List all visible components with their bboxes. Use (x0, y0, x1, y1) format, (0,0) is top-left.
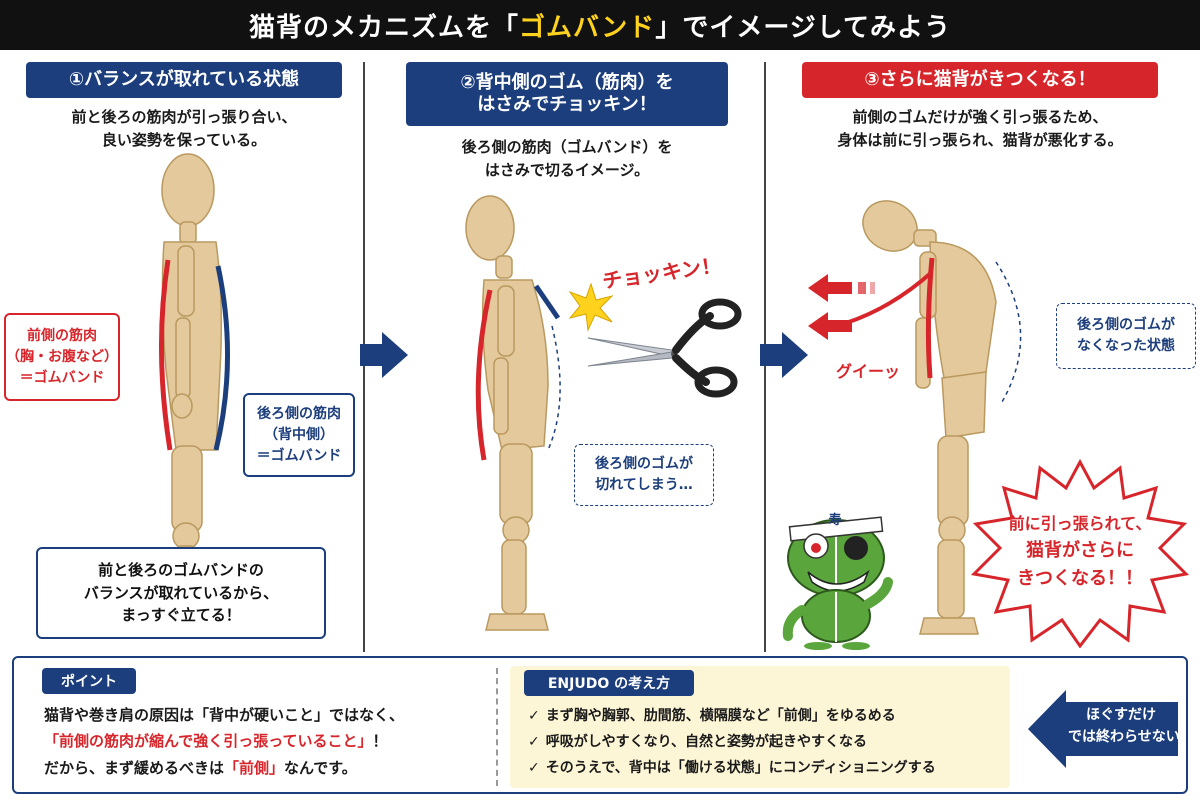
panel1-heading: ①バランスが取れている状態 (26, 62, 342, 98)
burst-text: 前に引っ張られて、 猫背がさらに きつくなる！！ (990, 512, 1170, 593)
title-post: 」でイメージしてみよう (655, 12, 952, 43)
warning-burst-shape (970, 458, 1190, 648)
point-line-text: 猫背や巻き肩の原因は「背中が硬いこと」ではなく、 (44, 706, 405, 724)
heading-line: はさみでチョッキン！ (477, 94, 657, 115)
back-muscle-callout: 後ろ側の筋肉 （背中側） ＝ゴムバンド (243, 393, 355, 477)
hogu-line: では終わらせない！ (1068, 729, 1194, 746)
check-icon: ✓ (528, 733, 540, 750)
point-label: ポイント (42, 668, 136, 694)
page-title: 猫背のメカニズムを「ゴムバンド」でイメージしてみよう (249, 7, 951, 44)
enjudo-list: ✓ まず胸や胸郭、肋間筋、横隔膜など「前側」をゆるめる ✓ 呼吸がしやすくなり、自然… (528, 704, 936, 782)
snip-sound-text: チョッキン！ (600, 252, 723, 294)
balance-callout: 前と後ろのゴムバンドの バランスが取れているから、 まっすぐ立てる！ (36, 547, 326, 639)
list-item-text: そのうえで、背中は「働ける状態」にコンディショニングする (545, 759, 936, 776)
front-muscle-callout: 前側の筋肉 （胸・お腹など） ＝ゴムバンド (4, 313, 120, 401)
callout-line: 後ろ側のゴムが (1077, 317, 1175, 333)
pull-arrows-icon (808, 274, 875, 340)
callout-line: なくなった状態 (1077, 338, 1175, 354)
caption-line: 身体は前に引っ張られ、猫背が悪化する。 (837, 130, 1123, 149)
callout-line: 前と後ろのゴムバンドの (98, 561, 264, 580)
hogu-arrow: ほぐすだけ では終わらせない！ (1028, 688, 1194, 770)
check-icon: ✓ (528, 759, 540, 776)
left-arrow-icon (1028, 690, 1178, 768)
panel3-caption: 前側のゴムだけが強く引っ張るため、 身体は前に引っ張られ、猫背が悪化する。 (790, 106, 1170, 151)
mannequin-bent-figure (465, 195, 561, 631)
list-item-text: 呼吸がしやすくなり、自然と姿勢が起きやすくなる (545, 733, 868, 750)
section-divider (496, 668, 498, 786)
heading-line: ②背中側のゴム（筋肉）を (460, 71, 674, 93)
point-line: 「前側の筋肉が縮んで強く引っ張っていること」！ (44, 728, 404, 754)
callout-line: バランスが取れているから、 (83, 583, 279, 602)
caption-line: 後ろ側の筋肉（ゴムバンド）を (461, 138, 673, 156)
title-highlight: ゴムバンド (519, 12, 656, 43)
panel3-heading: ③さらに猫背がきつくなる！ (802, 62, 1158, 98)
callout-line: 前側の筋肉 (27, 327, 97, 344)
title-pre: 猫背のメカニズムを「 (248, 12, 519, 43)
missing-band-callout: 後ろ側のゴムが なくなった状態 (1056, 303, 1196, 369)
burst-line: 猫背がさらに (1026, 539, 1134, 561)
caption-line: 良い姿勢を保っている。 (101, 130, 267, 149)
scissors-icon (587, 298, 742, 398)
point-line-text: なんです。 (284, 758, 357, 777)
point-section: ポイント 猫背や巻き肩の原因は「背中が硬いこと」ではなく、 「前側の筋肉が縮んで… (12, 656, 1194, 794)
hogu-line: ほぐすだけ (1086, 707, 1156, 723)
panel1-caption: 前と後ろの筋肉が引っ張り合い、 良い姿勢を保っている。 (26, 106, 342, 151)
burst-line: 前に引っ張られて、 (1008, 514, 1152, 533)
point-line-red: 「前側」 (224, 758, 285, 777)
callout-line: ＝ゴムバンド (256, 447, 342, 464)
next-arrow-icon (360, 332, 408, 378)
panel2-heading: ②背中側のゴム（筋肉）を はさみでチョッキン！ (406, 62, 728, 126)
mascot-headband-text: 寿 (828, 513, 842, 528)
caption-line: はさみで切るイメージ。 (484, 160, 650, 179)
callout-line: （背中側） (264, 426, 334, 443)
list-item: ✓ 呼吸がしやすくなり、自然と姿勢が起きやすくなる (528, 730, 936, 756)
snip-spark-icon (568, 282, 614, 332)
callout-line: まっすぐ立てる！ (121, 606, 241, 625)
burst-line: きつくなる！！ (1017, 567, 1143, 589)
point-line-red: 「前側の筋肉が縮んで強く引っ張っていること」 (44, 732, 373, 751)
cut-callout: 後ろ側のゴムが 切れてしまう… (574, 444, 714, 506)
mannequin-hunched-figure (846, 200, 1022, 635)
title-bar: 猫背のメカニズムを「ゴムバンド」でイメージしてみよう (0, 0, 1200, 50)
next-arrow-icon (760, 332, 808, 378)
pull-sound-text: グイーッ (836, 362, 901, 381)
caption-line: 前側のゴムだけが強く引っ張るため、 (852, 108, 1108, 126)
callout-line: 後ろ側の筋肉 (257, 405, 341, 422)
enjudo-label: ENJUDO の考え方 (524, 670, 694, 696)
frog-mascot-icon (782, 516, 893, 650)
hogu-text: ほぐすだけ では終わらせない！ (1068, 704, 1194, 749)
point-line-text: だから、まず緩めるべきは (44, 758, 225, 777)
point-line: 猫背や巻き肩の原因は「背中が硬いこと」ではなく、 (44, 702, 404, 728)
list-item: ✓ まず胸や胸郭、肋間筋、横隔膜など「前側」をゆるめる (528, 704, 936, 730)
callout-line: （胸・お腹など） (6, 348, 118, 365)
callout-line: 後ろ側のゴムが (595, 456, 693, 472)
list-item: ✓ そのうえで、背中は「働ける状態」にコンディショニングする (528, 756, 936, 782)
enjudo-box: ENJUDO の考え方 ✓ まず胸や胸郭、肋間筋、横隔膜など「前側」をゆるめる ✓… (510, 666, 1010, 788)
check-icon: ✓ (528, 708, 540, 724)
callout-line: 切れてしまう… (595, 477, 693, 493)
point-line: だから、まず緩めるべきは「前側」なんです。 (44, 755, 404, 781)
point-text: 猫背や巻き肩の原因は「背中が硬いこと」ではなく、 「前側の筋肉が縮んで強く引っ張… (44, 702, 404, 781)
panel2-caption: 後ろ側の筋肉（ゴムバンド）を はさみで切るイメージ。 (406, 136, 728, 181)
callout-line: ＝ゴムバンド (19, 369, 105, 386)
list-item-text: まず胸や胸郭、肋間筋、横隔膜など「前側」をゆるめる (545, 708, 896, 724)
caption-line: 前と後ろの筋肉が引っ張り合い、 (71, 108, 297, 126)
point-line-text: ！ (372, 732, 388, 751)
